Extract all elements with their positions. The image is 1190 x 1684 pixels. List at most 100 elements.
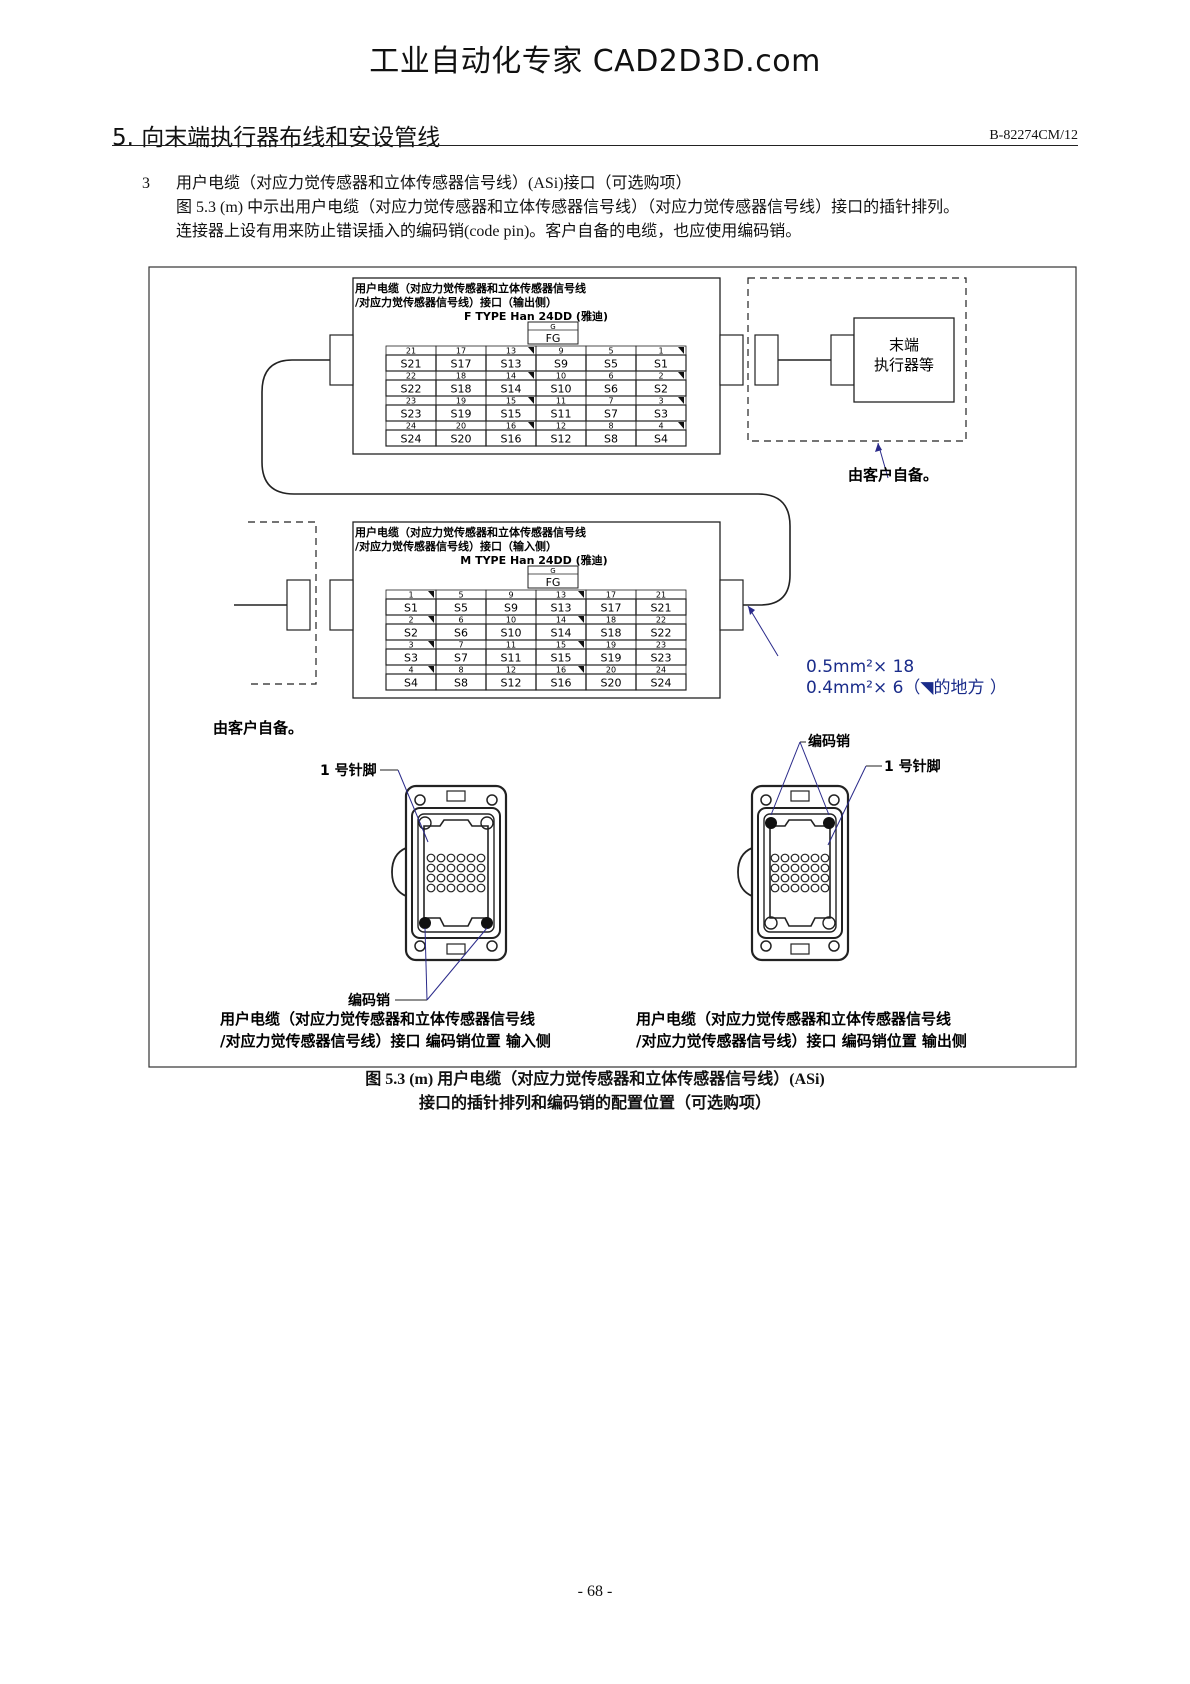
- end-effector-label-2: 执行器等: [874, 356, 934, 374]
- pin-number: 12: [506, 666, 516, 675]
- wire-marker: [578, 666, 584, 673]
- pin-number: 7: [608, 397, 613, 406]
- section-title: 5. 向末端执行器布线和安设管线: [112, 125, 441, 151]
- customer-box-left: [248, 521, 317, 685]
- pin-number: 3: [408, 641, 413, 650]
- contact-hole: [800, 853, 810, 863]
- signal-name: S22: [651, 627, 672, 640]
- signal-name: S14: [551, 627, 572, 640]
- intro-line-3: 连接器上设有用来防止错误插入的编码销(code pin)。客户自备的电缆，也应使…: [176, 223, 802, 240]
- signal-name: S19: [451, 408, 472, 421]
- input-g-label: G: [550, 567, 555, 575]
- intro-line-1: 用户电缆（对应力觉传感器和立体传感器信号线）(ASi)接口（可选购项）: [176, 175, 692, 192]
- contact-hole: [436, 853, 446, 863]
- document-code: B-82274CM/12: [989, 128, 1078, 143]
- output-g-label: G: [550, 323, 555, 331]
- signal-name: S15: [501, 408, 522, 421]
- code-pin-label-right: 编码销: [808, 733, 850, 750]
- pin-number: 3: [658, 397, 663, 406]
- contact-hole: [426, 853, 436, 863]
- signal-name: S18: [451, 383, 472, 396]
- wire-marker: [428, 641, 434, 648]
- pin-number: 9: [508, 591, 513, 600]
- item-number: 3: [142, 175, 150, 192]
- end-effector-box: [853, 317, 955, 403]
- pin-number: 1: [408, 591, 413, 600]
- intro-line-2: 图 5.3 (m) 中示出用户电缆（对应力觉传感器和立体传感器信号线）（对应力觉…: [176, 199, 960, 216]
- contact-hole: [476, 883, 486, 893]
- pin-number: 15: [556, 641, 566, 650]
- output-title-2: /对应力觉传感器信号线）接口（输出侧）: [355, 295, 557, 309]
- pin-number: 14: [556, 616, 566, 625]
- signal-name: S4: [404, 677, 418, 690]
- contact-hole: [446, 863, 456, 873]
- signal-name: S20: [451, 433, 472, 446]
- signal-name: S19: [601, 652, 622, 665]
- wire-spec-1: 0.5mm²× 18: [806, 657, 914, 677]
- pin-number: 14: [506, 372, 516, 381]
- pin-cell: [635, 429, 687, 447]
- wire-marker: [578, 591, 584, 598]
- output-fg-box: [527, 321, 579, 345]
- input-caption-1: 用户电缆（对应力觉传感器和立体传感器信号线: [220, 1010, 535, 1028]
- figure-frame: [148, 266, 1077, 1068]
- signal-name: S24: [401, 433, 422, 446]
- contact-hole: [466, 863, 476, 873]
- signal-name: S1: [654, 358, 668, 371]
- contact-hole: [780, 863, 790, 873]
- pin-number: 1: [658, 347, 663, 356]
- input-title-1: 用户电缆（对应力觉传感器和立体传感器信号线: [355, 525, 586, 539]
- signal-name: S11: [551, 408, 572, 421]
- pin-number: 24: [656, 666, 666, 675]
- input-caption-2: /对应力觉传感器信号线）接口 编码销位置 输入侧: [220, 1032, 551, 1050]
- signal-name: S11: [501, 652, 522, 665]
- wire-marker: [678, 422, 684, 429]
- customer-right-tab-2: [830, 334, 855, 386]
- contact-hole: [810, 883, 820, 893]
- cable: [261, 359, 791, 606]
- signal-name: S23: [651, 652, 672, 665]
- pin-number: 7: [458, 641, 463, 650]
- wire-marker: [678, 347, 684, 354]
- signal-name: S21: [401, 358, 422, 371]
- end-effector-label-1: 末端: [889, 336, 919, 354]
- input-left-tab: [329, 579, 354, 631]
- contact-hole: [810, 873, 820, 883]
- figure-caption-2: 接口的插针排列和编码销的配置位置（可选购项）: [418, 1095, 771, 1112]
- contact-hole: [800, 863, 810, 873]
- output-caption-1: 用户电缆（对应力觉传感器和立体传感器信号线: [636, 1010, 951, 1028]
- signal-name: S9: [554, 358, 568, 371]
- pin-number: 22: [656, 616, 666, 625]
- contact-hole: [456, 853, 466, 863]
- pin-number: 12: [556, 422, 566, 431]
- pin-number: 6: [458, 616, 463, 625]
- contact-hole: [476, 873, 486, 883]
- signal-name: S3: [654, 408, 668, 421]
- wire-marker: [528, 397, 534, 404]
- pin-number: 23: [656, 641, 666, 650]
- signal-name: S5: [454, 602, 468, 615]
- signal-name: S17: [451, 358, 472, 371]
- output-title-1: 用户电缆（对应力觉传感器和立体传感器信号线: [355, 281, 586, 295]
- contact-hole: [770, 863, 780, 873]
- input-type-label: M TYPE Han 24DD (雅迪): [460, 553, 607, 567]
- wire-marker: [678, 397, 684, 404]
- contact-hole: [770, 883, 780, 893]
- signal-name: S13: [501, 358, 522, 371]
- signal-name: S2: [404, 627, 418, 640]
- signal-name: S18: [601, 627, 622, 640]
- input-right-tab: [719, 579, 744, 631]
- contact-hole: [810, 853, 820, 863]
- pin-number: 5: [608, 347, 613, 356]
- contact-hole: [790, 873, 800, 883]
- pin-number: 18: [606, 616, 616, 625]
- page-number: - 68 -: [577, 1583, 613, 1600]
- contact-hole: [476, 863, 486, 873]
- pin-number: 11: [506, 641, 516, 650]
- pin-number: 16: [556, 666, 566, 675]
- pin-number: 16: [506, 422, 516, 431]
- signal-name: S4: [654, 433, 668, 446]
- contact-hole: [780, 883, 790, 893]
- contact-hole: [436, 873, 446, 883]
- contact-hole: [820, 853, 830, 863]
